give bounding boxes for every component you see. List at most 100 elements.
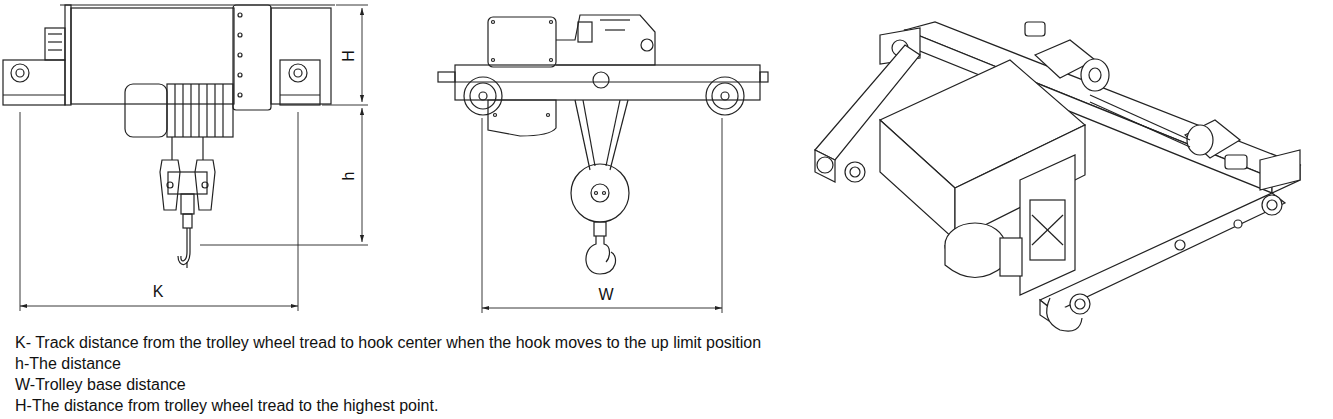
- side-view: [3, 5, 335, 268]
- end-view-part: [595, 192, 598, 195]
- legend-note: h-The distance: [15, 355, 121, 373]
- end-view-part: [470, 83, 496, 109]
- dimension-lines-part: [482, 308, 722, 309]
- end-view-part: [606, 100, 620, 166]
- isometric-view-part: [1234, 220, 1242, 228]
- dimension-lines-part: [362, 108, 363, 242]
- dimension-lines-part: [722, 118, 723, 313]
- end-view-part: [438, 72, 455, 82]
- dimension-lines: [20, 5, 722, 313]
- dimension-lines-part: [298, 112, 299, 311]
- isometric-view-part: [1047, 298, 1082, 331]
- end-view-part: [641, 39, 653, 51]
- side-view-part: [202, 137, 203, 160]
- isometric-view-part: [1000, 238, 1022, 276]
- end-view-part: [586, 236, 616, 274]
- side-view-part: [182, 84, 183, 137]
- isometric-view-part: [1262, 195, 1282, 215]
- dimension-letter: W: [597, 286, 614, 304]
- end-view-part: [591, 184, 609, 202]
- end-view-part: [479, 92, 487, 100]
- side-view-part: [280, 60, 320, 105]
- side-view-part: [289, 64, 307, 82]
- side-view-part: [238, 13, 242, 17]
- isometric-view-part: [1175, 240, 1185, 250]
- dimension-letter: h: [340, 171, 358, 182]
- end-view-part: [760, 72, 768, 82]
- end-view-part: [494, 114, 497, 117]
- side-view-part: [3, 94, 65, 95]
- side-view-part: [294, 69, 302, 77]
- side-view-part: [238, 33, 242, 37]
- side-view-part: [206, 84, 207, 137]
- isometric-view-part: [1025, 22, 1045, 36]
- isometric-view-part: [1032, 215, 1063, 245]
- side-view-part: [214, 84, 215, 137]
- isometric-view-part: [945, 245, 1005, 278]
- legend-note: W-Trolley base distance: [15, 376, 186, 394]
- side-view-part: [271, 8, 331, 104]
- end-view-part: [712, 83, 738, 109]
- side-view-part: [202, 182, 208, 188]
- end-view-part: [455, 81, 760, 82]
- side-view-part: [186, 262, 187, 268]
- side-view-part: [238, 73, 242, 77]
- end-view-part: [464, 77, 502, 115]
- isometric-view-part: [845, 162, 865, 182]
- isometric-view-part: [1187, 125, 1213, 155]
- side-view-part: [238, 53, 242, 57]
- dimension-lines-part: [482, 118, 483, 313]
- end-view-part: [600, 19, 630, 20]
- side-view-part: [45, 28, 65, 60]
- isometric-view-part: [1032, 215, 1063, 245]
- side-view-part: [168, 172, 207, 194]
- side-view-part: [183, 214, 192, 228]
- end-view-part: [578, 22, 592, 42]
- isometric-view-part: [815, 150, 835, 182]
- legend-note: H-The distance from trolley wheel tread …: [15, 397, 438, 415]
- isometric-view-part: [1185, 120, 1240, 158]
- side-view-part: [16, 69, 24, 77]
- isometric-view-part: [1090, 95, 1190, 140]
- side-view-part: [11, 64, 29, 82]
- isometric-view-part: [1081, 59, 1109, 91]
- isometric-view-part: [1260, 150, 1300, 190]
- dimension-letter: H: [340, 49, 358, 63]
- side-view-part: [238, 93, 242, 97]
- side-view-part: [160, 160, 180, 210]
- side-view-part: [181, 228, 187, 261]
- side-view-part: [3, 60, 65, 105]
- end-view-part: [583, 100, 595, 166]
- isometric-view-part: [1070, 294, 1090, 314]
- isometric-view-part: [817, 157, 833, 173]
- dimension-lines-part: [20, 306, 298, 307]
- end-view-part: [605, 29, 625, 30]
- side-view-part: [190, 84, 191, 137]
- side-view-part: [48, 33, 62, 34]
- dimension-lines-part: [200, 245, 368, 246]
- end-view-part: [550, 59, 553, 62]
- dimension-lines-part: [20, 112, 21, 311]
- end-view-part: [721, 92, 729, 100]
- end-view-part: [547, 114, 550, 117]
- legend-note: K- Track distance from the trolley wheel…: [15, 334, 761, 352]
- side-view-part: [48, 41, 62, 42]
- end-view-part: [556, 15, 655, 65]
- side-view-part: [65, 5, 71, 105]
- side-view-part: [125, 84, 167, 137]
- side-view-part: [171, 137, 172, 160]
- side-view-part: [48, 49, 62, 50]
- end-view-part: [571, 164, 629, 222]
- side-view-part: [222, 84, 223, 137]
- end-view-part: [594, 222, 606, 236]
- dimension-lines-part: [362, 8, 363, 102]
- side-view-part: [167, 84, 233, 137]
- side-view-part: [233, 5, 271, 110]
- isometric-view-part: [1020, 155, 1075, 295]
- side-view-part: [174, 84, 175, 137]
- isometric-view-part: [850, 167, 860, 177]
- isometric-view-part: [1267, 200, 1277, 210]
- end-view-part: [603, 192, 606, 195]
